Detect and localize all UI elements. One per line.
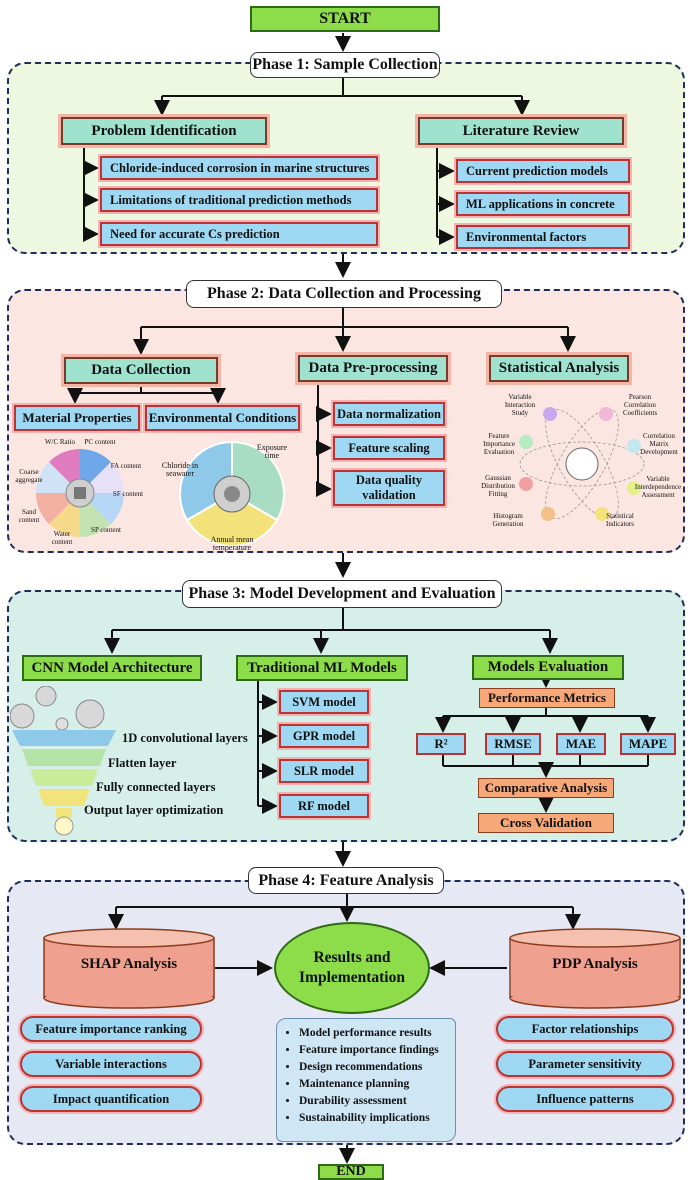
stat-interdependence: Variable Interdependence Assessment	[634, 475, 682, 499]
stat-indicators: Statistical Indicators	[606, 512, 634, 528]
literature-item-3: Environmental factors	[456, 225, 630, 249]
results-implementation-label: Results and Implementation	[299, 949, 405, 986]
phase2-title: Phase 2: Data Collection and Processing	[186, 280, 502, 308]
shap-cylinder	[43, 928, 215, 1009]
implementation-bullet: Design recommendations	[299, 1059, 449, 1076]
cnn-layer-1: 1D convolutional layers	[122, 731, 248, 745]
cnn-layer-4: Output layer optimization	[84, 803, 224, 817]
shap-title: SHAP Analysis	[80, 956, 178, 972]
cnn-layer-2: Flatten layer	[108, 756, 177, 770]
stat-feature-importance: Feature Importance Evaluation	[483, 432, 515, 456]
literature-item-1: Current prediction models	[456, 159, 630, 183]
results-implementation-node: Results and Implementation	[274, 922, 430, 1014]
implementation-bullet: Durability assessment	[299, 1093, 449, 1110]
statistical-analysis-box: Statistical Analysis	[489, 355, 629, 382]
problem-item-3: Need for accurate Cs prediction	[100, 222, 378, 246]
env-label-temperature: Annual mean temperature	[210, 535, 254, 552]
environmental-conditions-box: Environmental Conditions	[145, 405, 300, 431]
implementation-scroll: Model performance results Feature import…	[276, 1018, 456, 1142]
problem-item-1: Chloride-induced corrosion in marine str…	[100, 156, 378, 180]
wheel-label-sp: SP content	[91, 526, 121, 534]
performance-metrics-box: Performance Metrics	[479, 688, 615, 708]
env-label-chloride: Chloride in seawater	[161, 461, 199, 478]
gpr-model-box: GPR model	[279, 724, 369, 748]
implementation-list: Model performance results Feature import…	[289, 1025, 449, 1127]
comparative-analysis-box: Comparative Analysis	[478, 778, 614, 798]
phase1-title: Phase 1: Sample Collection	[250, 52, 440, 78]
problem-identification-box: Problem Identification	[61, 117, 267, 145]
literature-item-2: ML applications in concrete	[456, 192, 630, 216]
shap-item-3: Impact quantification	[20, 1086, 202, 1112]
cnn-layer-3: Fully connected layers	[96, 780, 216, 794]
wheel-label-sand: Sand content	[18, 508, 40, 524]
data-collection-box: Data Collection	[64, 357, 218, 384]
models-evaluation-box: Models Evaluation	[472, 655, 624, 680]
start-node: START	[250, 6, 440, 32]
pdp-item-1: Factor relationships	[496, 1016, 674, 1042]
stat-correlation-matrix: Correlation Matrix Development	[640, 432, 678, 456]
wheel-label-coarse: Coarse aggregate	[15, 468, 43, 484]
metric-mae: MAE	[556, 733, 606, 755]
preprocessing-item-2: Feature scaling	[333, 436, 445, 460]
material-properties-wheel	[36, 449, 124, 537]
metric-mape: MAPE	[620, 733, 676, 755]
pdp-item-3: Influence patterns	[496, 1086, 674, 1112]
stat-gaussian: Gaussian Distribution Fitting	[481, 474, 515, 498]
implementation-bullet: Maintenance planning	[299, 1076, 449, 1093]
metric-r2: R²	[416, 733, 466, 755]
pdp-item-2: Parameter sensitivity	[496, 1051, 674, 1077]
pdp-cylinder	[509, 928, 681, 1009]
pdp-title: PDP Analysis	[552, 956, 638, 972]
rf-model-box: RF model	[279, 794, 369, 818]
metric-rmse: RMSE	[485, 733, 541, 755]
implementation-bullet: Model performance results	[299, 1025, 449, 1042]
wheel-label-pc: PC content	[84, 438, 116, 446]
slr-model-box: SLR model	[279, 759, 369, 783]
stat-pearson: Pearson Correlation Coefficients	[622, 393, 658, 417]
stat-variable-interaction: Variable Interaction Study	[504, 393, 536, 417]
implementation-bullet: Sustainability implications	[299, 1110, 449, 1127]
material-properties-box: Material Properties	[14, 405, 140, 431]
shap-item-1: Feature importance ranking	[20, 1016, 202, 1042]
preprocessing-item-1: Data normalization	[333, 402, 445, 426]
wheel-label-water: Water content	[51, 530, 73, 546]
environmental-conditions-wheel	[179, 440, 285, 547]
wheel-label-fa: FA content	[110, 462, 142, 470]
preprocessing-item-3: Data quality validation	[333, 470, 445, 506]
phase4-title: Phase 4: Feature Analysis	[248, 867, 444, 894]
env-label-exposure: Exposure time	[256, 443, 288, 460]
problem-item-2: Limitations of traditional prediction me…	[100, 188, 378, 212]
stat-histogram: Histogram Generation	[492, 512, 524, 528]
statistical-orbit-diagram	[519, 407, 645, 521]
data-preprocessing-box: Data Pre-processing	[298, 355, 448, 382]
cnn-architecture-box: CNN Model Architecture	[22, 655, 202, 681]
cnn-funnel-graphic	[10, 686, 116, 836]
wheel-label-sf: SF content	[112, 490, 144, 498]
literature-review-box: Literature Review	[418, 117, 624, 145]
phase3-title: Phase 3: Model Development and Evaluatio…	[182, 580, 502, 608]
cross-validation-box: Cross Validation	[478, 813, 614, 833]
implementation-bullet: Feature importance findings	[299, 1042, 449, 1059]
wheel-label-wc: W/C Ratio	[44, 438, 76, 446]
traditional-ml-box: Traditional ML Models	[236, 655, 408, 681]
svm-model-box: SVM model	[279, 690, 369, 714]
shap-item-2: Variable interactions	[20, 1051, 202, 1077]
end-node: END	[318, 1164, 384, 1180]
